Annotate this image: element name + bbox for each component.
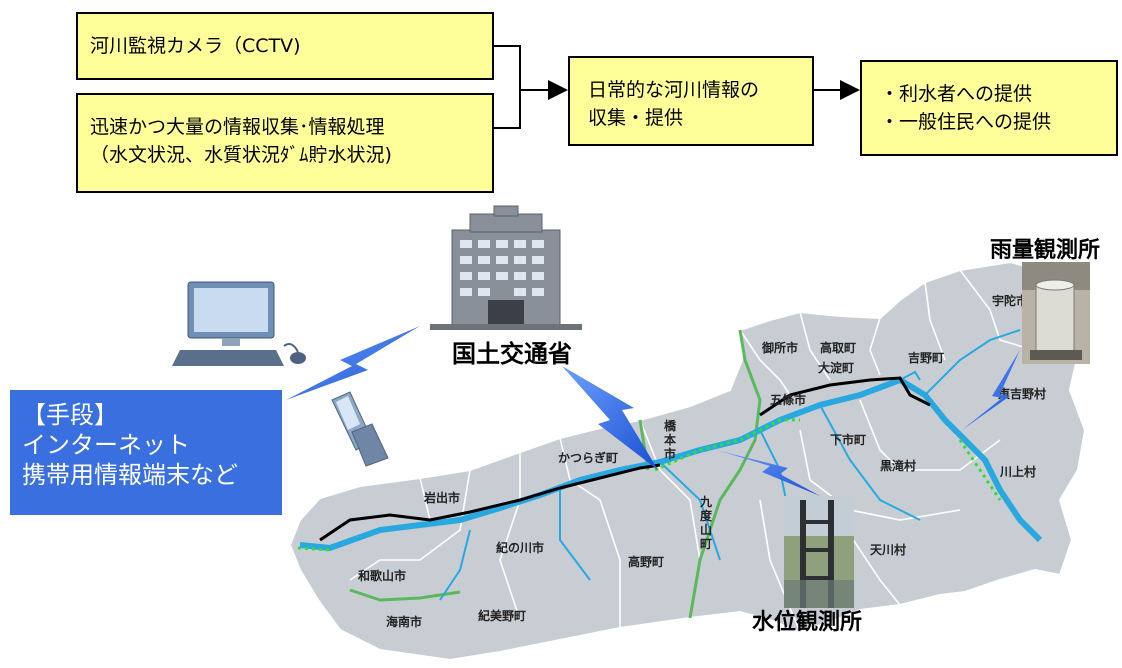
cctv-box-label: 河川監視カメラ（CCTV) — [90, 35, 301, 57]
label-wakayama: 和歌山市 — [357, 568, 406, 583]
label-oyodo: 大淀町 — [818, 360, 854, 375]
ministry-label: 国土交通省 — [452, 340, 572, 368]
daily-info-box: 日常的な河川情報の 収集・提供 — [568, 56, 814, 146]
connector-bracket — [494, 45, 521, 129]
label-gose: 御所市 — [761, 340, 798, 355]
map-landmass — [288, 260, 1087, 662]
river-kinokawa — [299, 376, 1043, 552]
water-station-label: 水位観測所 — [752, 610, 863, 635]
flow-connectors — [494, 45, 860, 129]
means-line2: 携帯用情報端末など — [22, 461, 238, 489]
label-yoshino: 吉野町 — [908, 350, 944, 365]
provision-box: ・利水者への提供 ・一般住民への提供 — [860, 60, 1118, 156]
label-tenkawa: 天川村 — [870, 542, 906, 557]
map: 宇陀市 御所市 高取町 大淀町 吉野町 東吉野村 五條市 橋 本 市 かつらぎ町… — [288, 260, 1087, 662]
label-hashimoto-2: 本 — [664, 432, 676, 447]
bolt-ministry-to-river — [562, 366, 658, 470]
label-iwade: 岩出市 — [423, 490, 460, 505]
label-kainan: 海南市 — [386, 614, 422, 629]
label-katsuragi: かつらぎ町 — [558, 450, 618, 465]
label-kudoyama-3: 山 — [700, 522, 712, 537]
label-koya: 高野町 — [628, 554, 664, 569]
label-kimino: 紀美野町 — [478, 608, 526, 623]
label-gojo: 五條市 — [770, 392, 806, 407]
label-kudoyama-2: 度 — [700, 508, 713, 523]
managed-section-upper — [759, 376, 931, 417]
info-processing-line2: （水文状況、水質状況ﾀﾞﾑ貯水状況) — [90, 144, 392, 166]
daily-info-line2: 収集・提供 — [588, 107, 684, 129]
bolt-water-station — [716, 450, 820, 496]
rain-gauge-photo — [1022, 262, 1090, 364]
dotted-route — [297, 418, 1002, 552]
provision-line1: ・利水者への提供 — [880, 83, 1033, 105]
means-box: 【手段】 インターネット 携帯用情報端末など — [10, 390, 282, 515]
coast-green — [349, 588, 461, 602]
label-higashiyoshino: 東吉野村 — [998, 386, 1046, 401]
info-processing-line1: 迅速かつ大量の情報収集･情報処理 — [90, 116, 385, 138]
means-title: 【手段】 — [22, 401, 118, 429]
info-processing-box: 迅速かつ大量の情報収集･情報処理 （水文状況、水質状況ﾀﾞﾑ貯水状況) — [76, 93, 494, 193]
label-takatori: 高取町 — [820, 340, 856, 355]
label-hashimoto-1: 橋 — [664, 418, 677, 433]
computer-icon — [172, 281, 306, 366]
bolt-ministry-to-pc — [286, 326, 420, 400]
means-line1: インターネット — [22, 431, 190, 459]
water-gauge-photo — [784, 496, 854, 608]
cctv-box: 河川監視カメラ（CCTV) — [76, 12, 494, 80]
label-uda: 宇陀市 — [992, 293, 1028, 308]
provision-line2: ・一般住民への提供 — [880, 111, 1052, 133]
managed-section — [319, 463, 661, 542]
mobile-phone-icon — [331, 391, 389, 467]
signal-bolts — [286, 326, 1020, 496]
rain-station-label: 雨量観測所 — [990, 238, 1101, 263]
label-kawakami: 川上村 — [999, 464, 1036, 479]
label-shimoichi: 下市町 — [830, 432, 866, 447]
label-kudoyama-1: 九 — [699, 494, 712, 509]
label-kudoyama-4: 町 — [700, 537, 712, 551]
label-kinokawa: 紀の川市 — [496, 540, 544, 555]
daily-info-line1: 日常的な河川情報の — [588, 79, 760, 101]
label-hashimoto-3: 市 — [664, 446, 676, 461]
label-kurotaki: 黒滝村 — [880, 458, 916, 473]
ministry-building-icon — [430, 205, 582, 330]
